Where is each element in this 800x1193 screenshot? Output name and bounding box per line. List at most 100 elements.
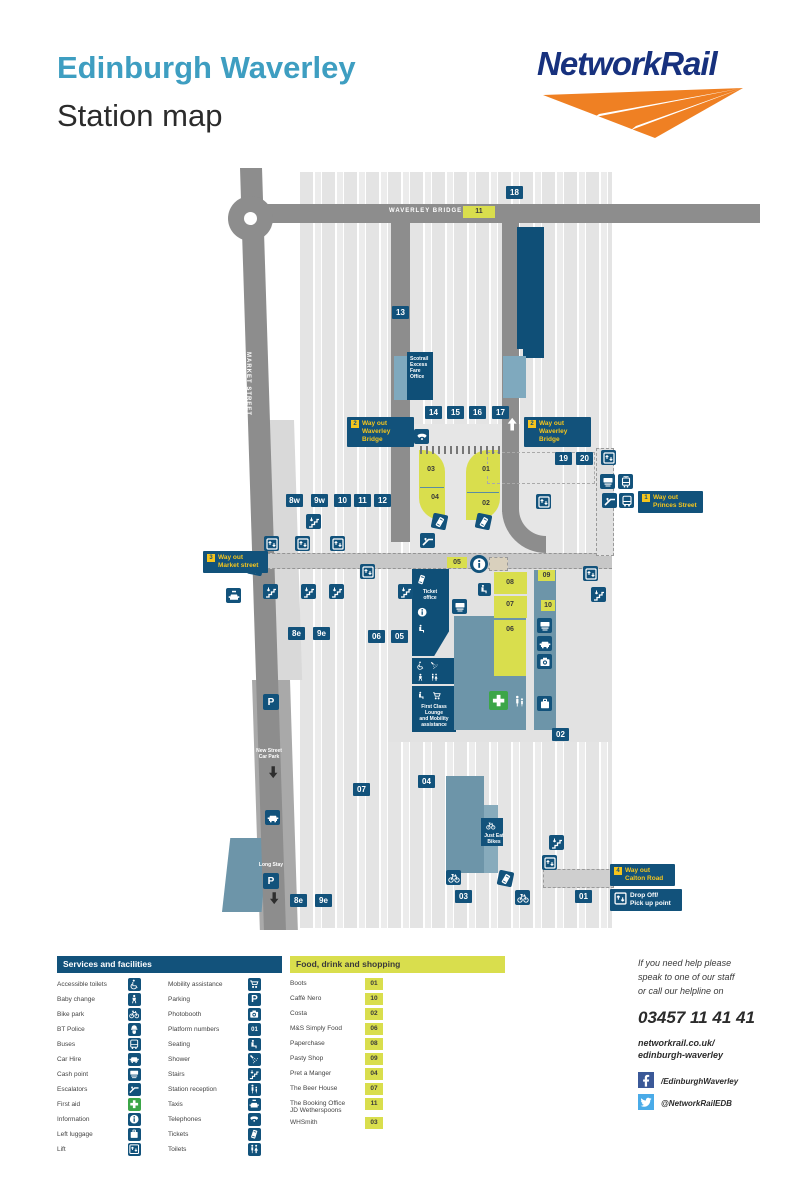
platform-marker-8w: 8w	[286, 494, 303, 507]
ticket-icon	[248, 1128, 261, 1141]
map-label: WAVERLEY BRIDGE	[389, 208, 463, 214]
photobooth-icon	[248, 1008, 261, 1021]
car-hire-icon	[537, 636, 552, 651]
lift-icon	[536, 494, 551, 509]
first-aid-icon	[128, 1098, 141, 1111]
food-marker-08: 08	[501, 577, 519, 589]
platform-marker-06: 06	[368, 630, 385, 643]
food-number-badge: 04	[365, 1068, 383, 1080]
website-url-line: networkrail.co.uk/	[638, 1038, 715, 1048]
food-marker-11: 11	[463, 206, 495, 218]
legend-label-info: Information	[57, 1116, 90, 1123]
ticket-icon	[430, 512, 449, 531]
car-hire-icon	[128, 1053, 141, 1066]
first-aid-icon	[489, 691, 508, 710]
food-marker-06: 06	[501, 624, 519, 636]
seating-icon	[248, 1038, 261, 1051]
platform-marker-8e: 8e	[290, 894, 307, 907]
legend-food-label: Boots	[290, 980, 307, 987]
escalator-icon	[420, 533, 435, 548]
parking-icon: P	[263, 694, 279, 710]
arrow-up-icon	[503, 415, 521, 433]
way-out-sign: Drop Off/Pick up point	[610, 889, 682, 911]
legend-food-label: Pasty Shop	[290, 1055, 324, 1062]
food-number-badge: 11	[365, 1098, 383, 1110]
platform-marker-20: 20	[576, 452, 593, 465]
legend-label-parking: Parking	[168, 996, 191, 1003]
legend-label-platform-number: Platform numbers	[168, 1026, 220, 1033]
help-text-line: speak to one of our staff	[638, 972, 735, 982]
platform-marker-03: 03	[455, 890, 472, 903]
retail-unit-03-04	[419, 450, 445, 520]
platform-marker-01: 01	[575, 890, 592, 903]
cross-walkway	[252, 553, 612, 569]
help-text-line: If you need help please	[638, 958, 732, 968]
platform-marker-17: 17	[492, 406, 509, 419]
lift-icon	[128, 1143, 141, 1156]
tram-icon	[618, 474, 633, 489]
facebook-icon	[638, 1072, 654, 1088]
food-marker-04: 04	[426, 492, 444, 504]
escalator-icon	[128, 1083, 141, 1096]
food-number-badge: 01	[365, 978, 383, 990]
legend-label-left-luggage: Left luggage	[57, 1131, 93, 1138]
legend-label-toilets: Toilets	[168, 1146, 187, 1153]
food-marker-03: 03	[422, 464, 440, 476]
food-marker-01: 01	[477, 464, 495, 476]
just-eat-bikes-sign	[481, 818, 503, 846]
lift-icon	[330, 536, 345, 551]
legend-label-car-hire: Car Hire	[57, 1056, 82, 1063]
lift-icon	[542, 855, 557, 870]
platform-marker-9e: 9e	[313, 627, 330, 640]
stairs-icon	[398, 584, 413, 599]
legend-label-bus: Buses	[57, 1041, 76, 1048]
arrow-down-icon	[265, 764, 282, 781]
bike-park-icon	[128, 1008, 141, 1021]
kiosk-outline	[489, 557, 508, 571]
map-label: Long Stay	[258, 862, 284, 868]
footbridge-hatch	[420, 446, 504, 454]
left-luggage-icon	[128, 1128, 141, 1141]
platform-marker-07: 07	[353, 783, 370, 796]
lift-icon	[295, 536, 310, 551]
legend-food-label: The Beer House	[290, 1085, 338, 1092]
legend-label-police: BT Police	[57, 1026, 85, 1033]
legend-label-shower: Shower	[168, 1056, 191, 1063]
shower-icon	[429, 660, 440, 671]
parking-icon: P	[248, 993, 261, 1006]
roundabout-center	[244, 212, 257, 225]
sign-number-badge: 4	[614, 867, 622, 875]
stairs-icon	[591, 587, 606, 602]
bike-park-icon	[446, 870, 461, 885]
taxi-icon	[226, 588, 241, 603]
first-class-lounge-building	[412, 686, 456, 732]
reception-icon	[248, 1083, 261, 1096]
stairs-icon	[329, 584, 344, 599]
seating-icon	[416, 623, 428, 635]
legend-label-accessible: Accessible toilets	[57, 981, 107, 988]
food-number-badge: 03	[365, 1117, 383, 1129]
escalator-icon	[602, 493, 617, 508]
legend-food-label: WHSmith	[290, 1119, 318, 1126]
platform-marker-05: 05	[391, 630, 408, 643]
page-subtitle: Station map	[57, 98, 223, 133]
ticket-office-building	[412, 568, 449, 656]
legend-label-cash-point: Cash point	[57, 1071, 89, 1078]
platform-marker-04: 04	[418, 775, 435, 788]
ticket-icon	[474, 512, 493, 531]
platform-marker-9e: 9e	[315, 894, 332, 907]
legend-food-label: Caffè Nero	[290, 995, 322, 1002]
legend-label-ticket: Tickets	[168, 1131, 189, 1138]
info-icon	[416, 606, 429, 619]
stairs-icon	[549, 835, 564, 850]
north-pale-annex	[503, 356, 526, 398]
